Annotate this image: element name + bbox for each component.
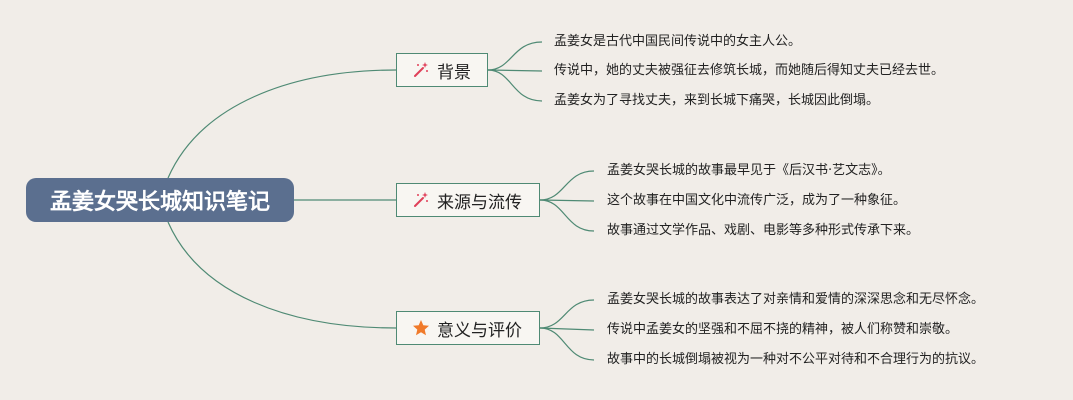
root-topic[interactable]: 孟姜女哭长城知识笔记: [26, 178, 294, 222]
branch-meaning-evaluation-label: 意义与评价: [437, 320, 522, 341]
star-icon: [411, 318, 431, 338]
branch-background[interactable]: 背景: [396, 53, 488, 87]
magic-wand-icon: [411, 60, 431, 80]
branch-origin-spread[interactable]: 来源与流传: [396, 183, 540, 217]
leaf-item[interactable]: 这个故事在中国文化中流传广泛，成为了一种象征。: [607, 193, 907, 208]
magic-wand-icon: [411, 190, 431, 210]
leaf-item[interactable]: 传说中，她的丈夫被强征去修筑长城，而她随后得知丈夫已经去世。: [554, 63, 945, 78]
branch-meaning-evaluation[interactable]: 意义与评价: [396, 311, 540, 345]
root-topic-label: 孟姜女哭长城知识笔记: [49, 190, 270, 215]
leaf-item[interactable]: 传说中孟姜女的坚强和不屈不挠的精神，被人们称赞和崇敬。: [607, 322, 959, 337]
leaf-item[interactable]: 孟姜女为了寻找丈夫，来到长城下痛哭，长城因此倒塌。: [554, 93, 880, 108]
branch-origin-spread-label: 来源与流传: [437, 192, 522, 213]
branch-background-label: 背景: [437, 62, 471, 83]
leaf-item[interactable]: 孟姜女哭长城的故事表达了对亲情和爱情的深深思念和无尽怀念。: [607, 292, 985, 307]
leaf-item[interactable]: 孟姜女是古代中国民间传说中的女主人公。: [554, 34, 802, 49]
leaf-item[interactable]: 孟姜女哭长城的故事最早见于《后汉书·艺文志》。: [607, 163, 891, 178]
leaf-item[interactable]: 故事通过文学作品、戏剧、电影等多种形式传承下来。: [607, 223, 920, 238]
leaf-item[interactable]: 故事中的长城倒塌被视为一种对不公平对待和不合理行为的抗议。: [607, 352, 985, 367]
